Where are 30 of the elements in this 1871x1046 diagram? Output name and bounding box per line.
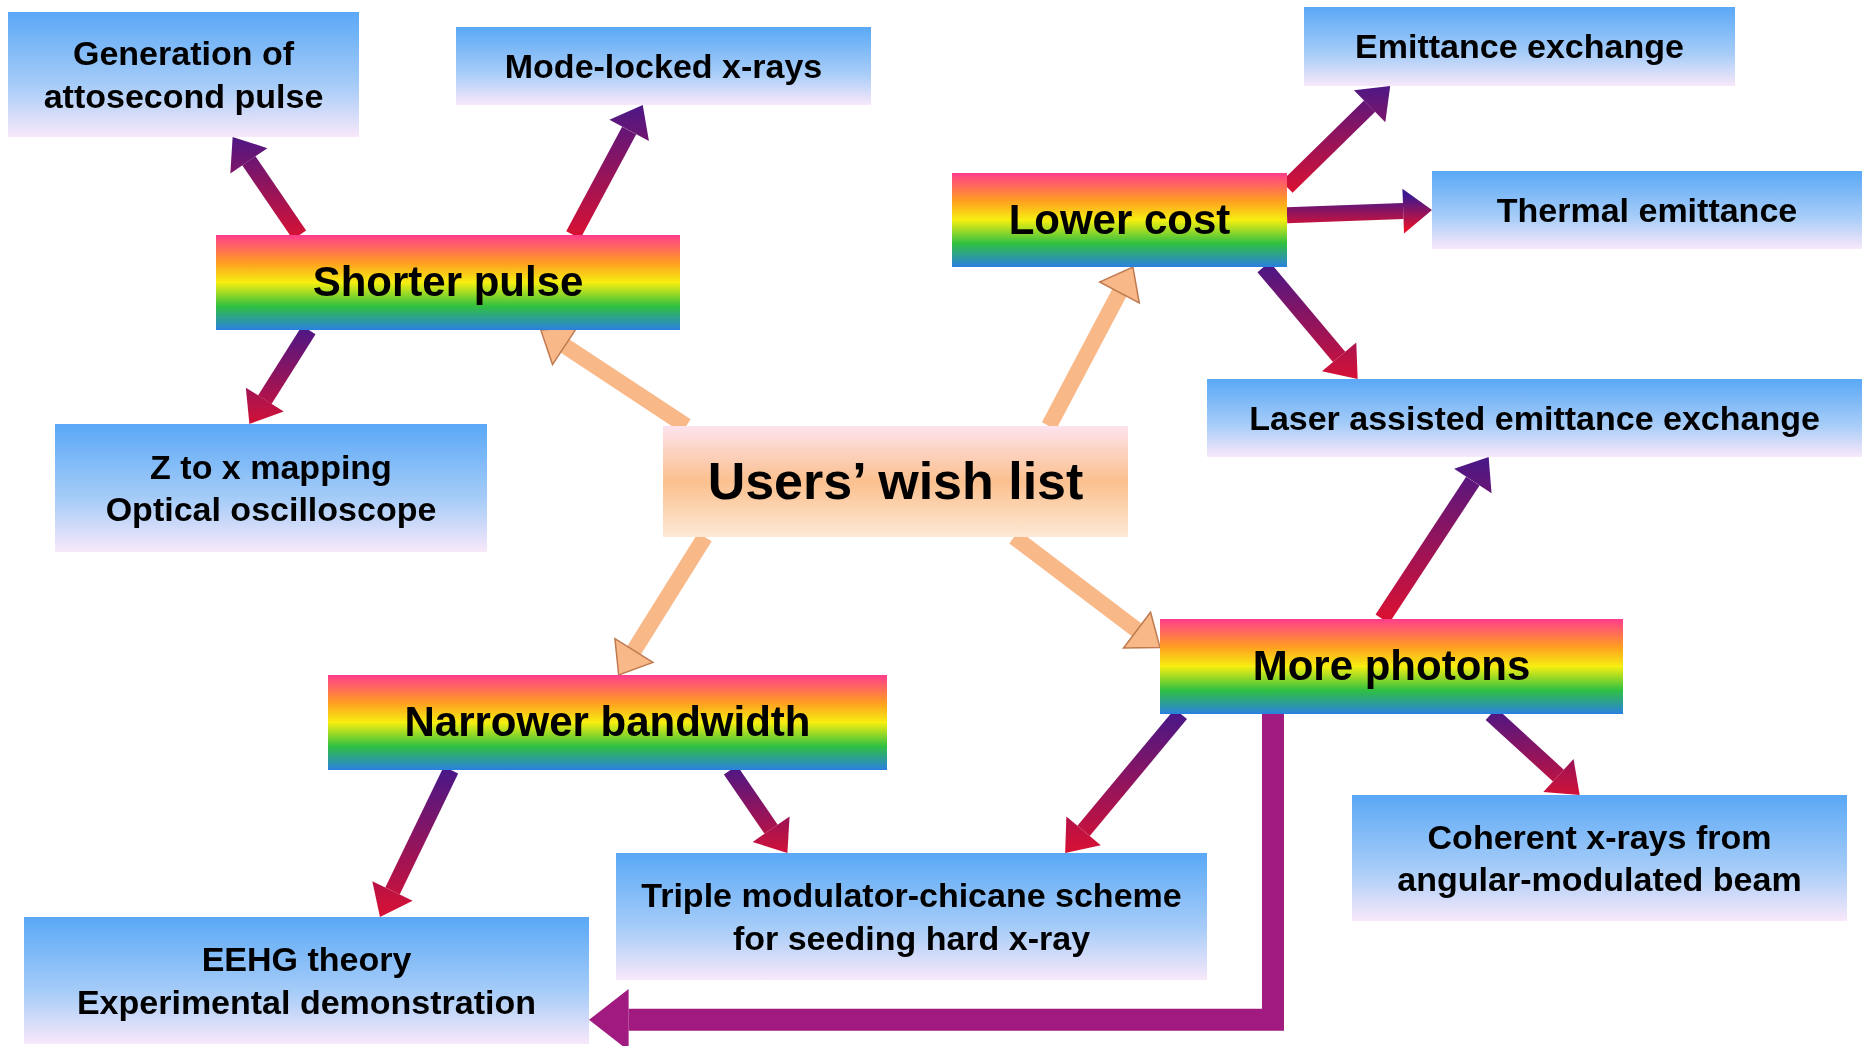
topic-box [55, 424, 487, 552]
box-text: Laser assisted emittance exchange [1249, 397, 1820, 439]
box-text: More photons [1252, 641, 1531, 692]
box-text: Lower cost [1008, 194, 1231, 245]
topic-box [1352, 795, 1847, 921]
box-text: Generation of attosecond pulse [42, 33, 325, 117]
topic-box [616, 853, 1207, 980]
box-text: Shorter pulse [312, 257, 584, 308]
block-arrow [589, 714, 1284, 1046]
topic-box [1304, 7, 1735, 86]
box-text: EEHG theory [201, 939, 412, 980]
topic-box [1207, 379, 1862, 457]
box-text: Z to x mapping [150, 446, 392, 488]
box-text: Optical oscilloscope [105, 489, 437, 530]
box-text: Users’ wish list [707, 451, 1084, 512]
topic-box [8, 12, 359, 137]
topic-box [24, 917, 589, 1044]
rainbow-category-box [1160, 619, 1623, 714]
rainbow-category-box [328, 675, 887, 770]
box-text: Narrower bandwidth [404, 697, 811, 748]
rainbow-category-box [216, 235, 680, 330]
box-text: Coherent x-rays from angular-modulated beam [1396, 816, 1803, 900]
rainbow-category-box [952, 173, 1287, 267]
box-text: Emittance exchange [1355, 26, 1684, 68]
central-title-box [663, 426, 1128, 537]
box-text: Experimental demonstration [76, 981, 537, 1023]
box-text: Thermal emittance [1496, 189, 1798, 231]
block-arrow [1286, 188, 1432, 234]
box-text: Mode-locked x-rays [504, 45, 823, 87]
box-text: Triple modulator-chicane scheme for seeding hard x-ray [640, 875, 1183, 959]
